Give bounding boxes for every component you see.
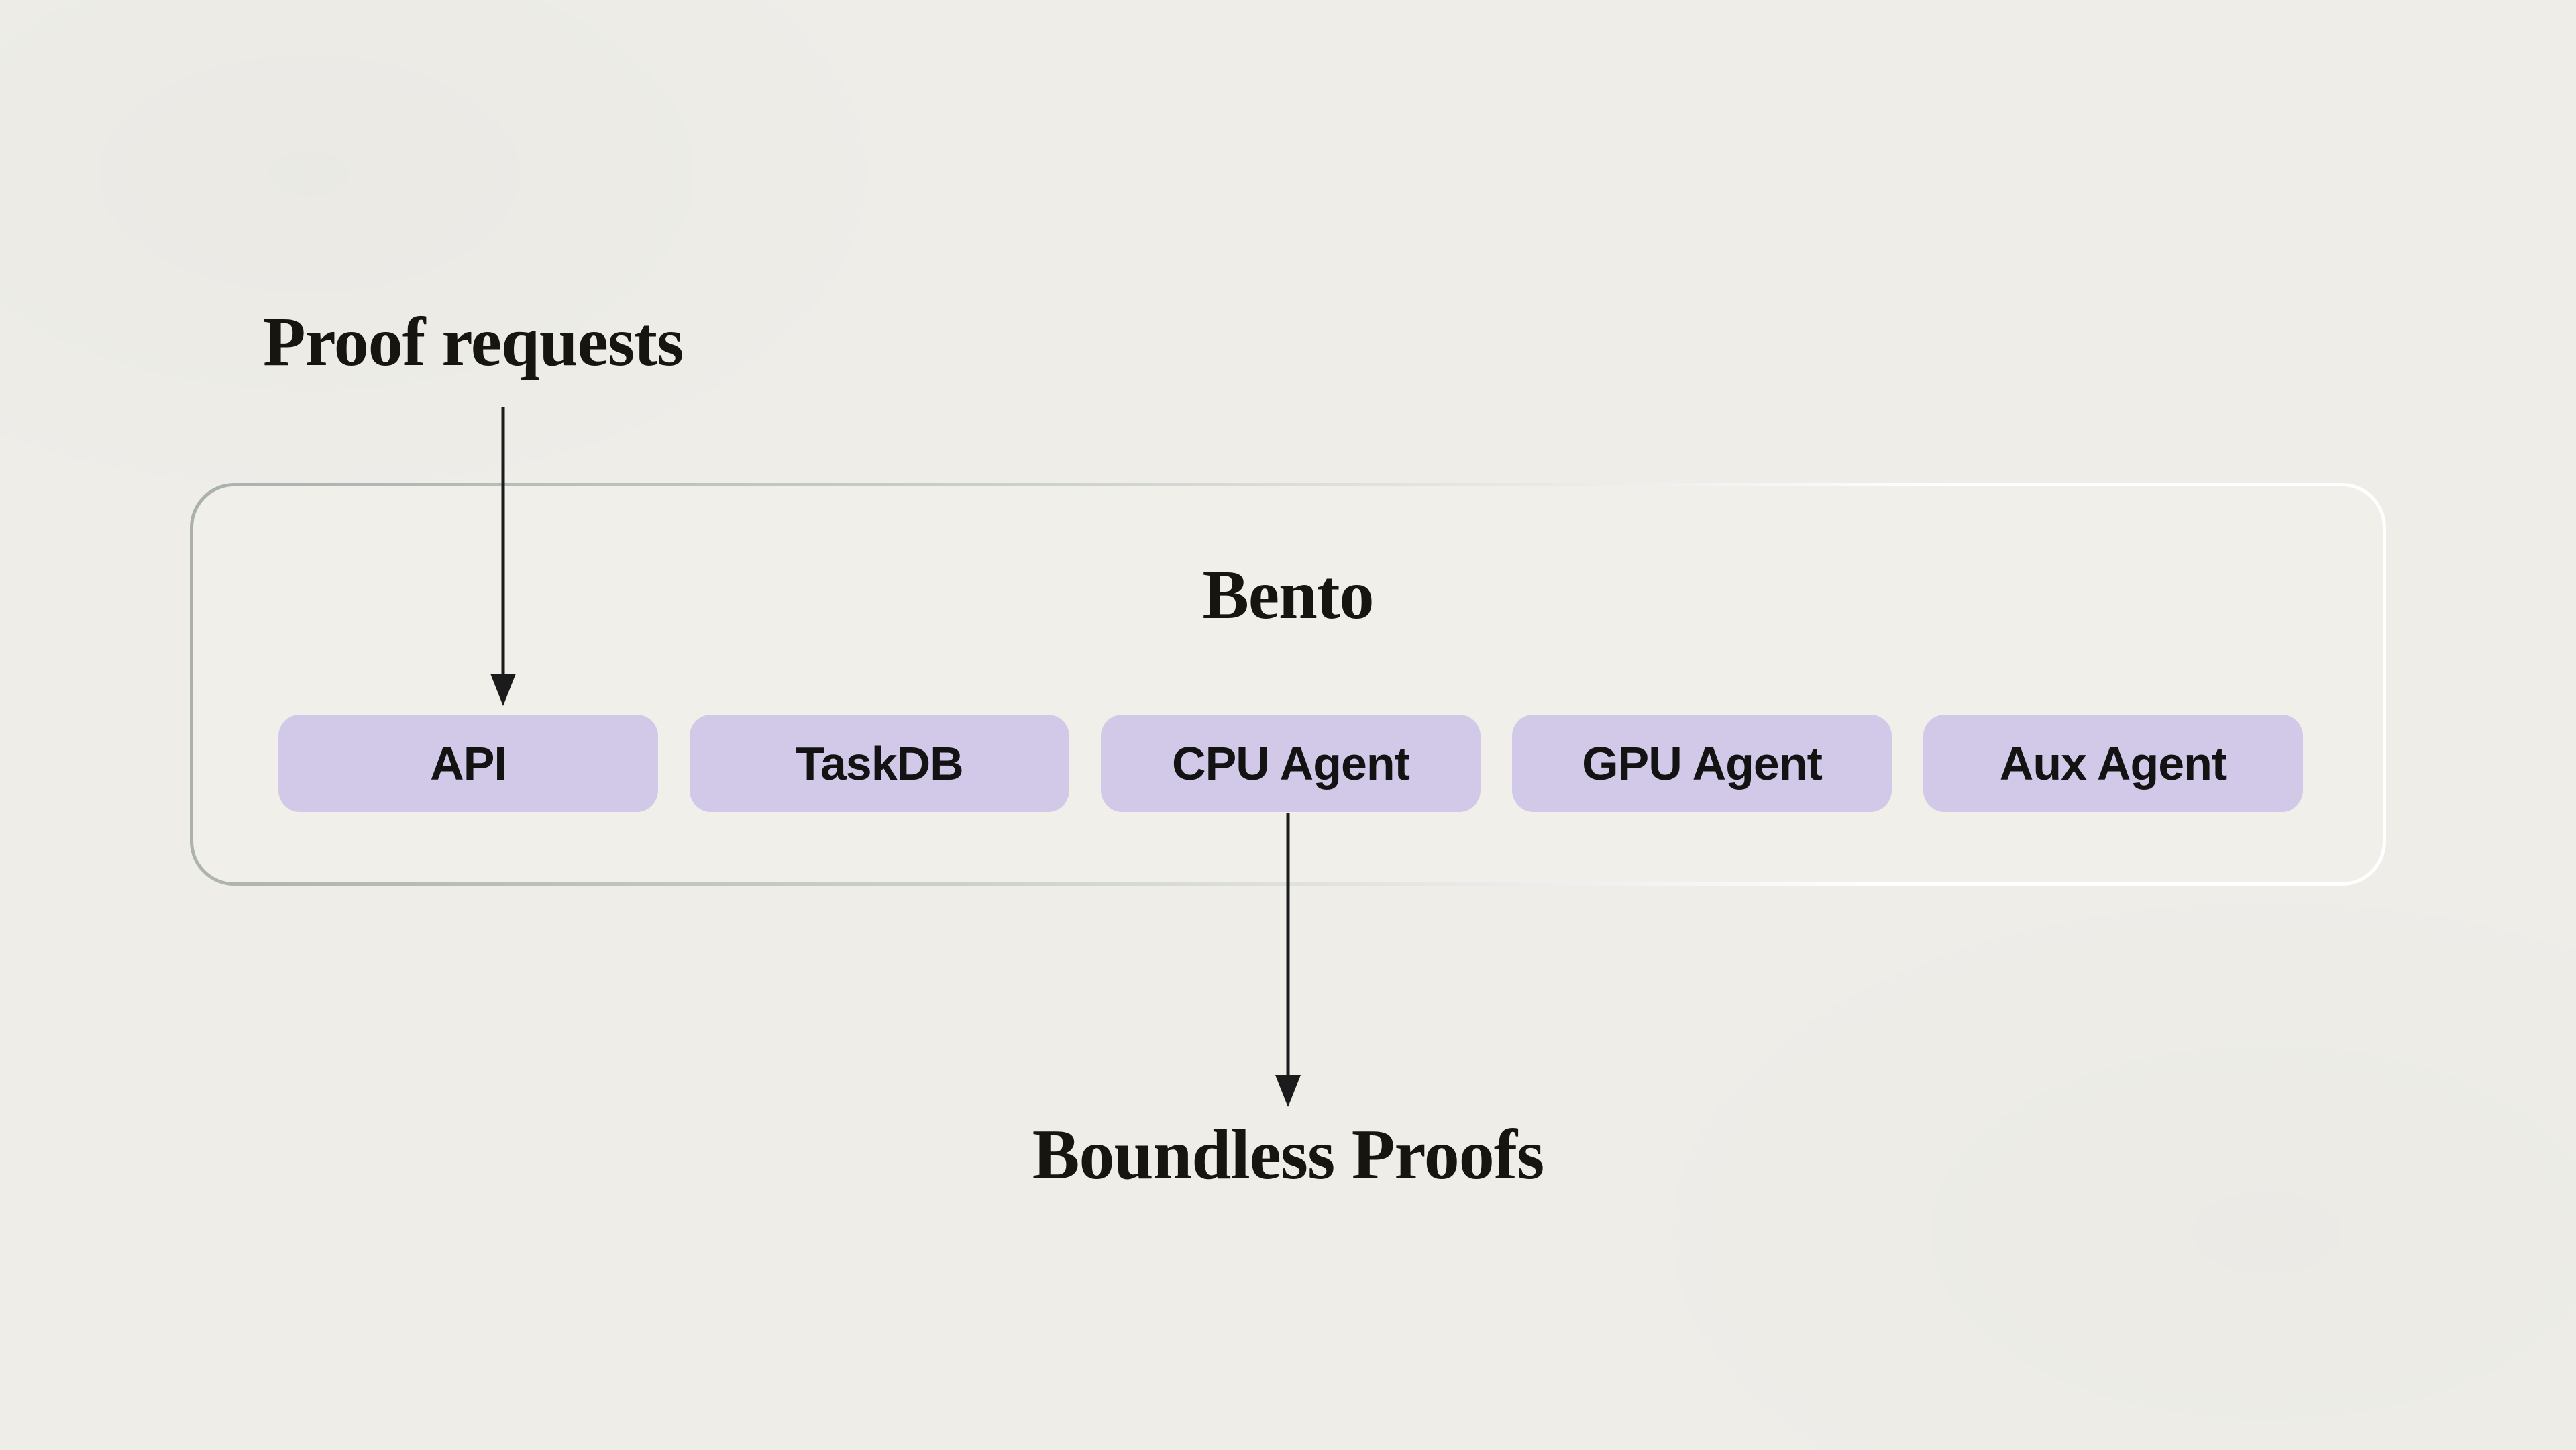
bento-box-gpu-agent: GPU Agent — [1512, 715, 1892, 812]
bento-box-row: API TaskDB CPU Agent GPU Agent Aux Agent — [278, 715, 2303, 812]
down-arrow-proof-requests-to-api-icon — [490, 407, 516, 706]
proof-requests-label: Proof requests — [263, 303, 684, 380]
down-arrow-cpu-agent-to-boundless-proofs-icon — [1275, 813, 1301, 1107]
bento-box-aux-agent: Aux Agent — [1923, 715, 2303, 812]
boundless-proofs-label: Boundless Proofs — [1032, 1115, 1545, 1194]
bento-box-api: API — [278, 715, 658, 812]
bento-title: Bento — [1202, 556, 1375, 633]
bento-box-taskdb: TaskDB — [690, 715, 1069, 812]
bento-box-cpu-agent: CPU Agent — [1101, 715, 1481, 812]
